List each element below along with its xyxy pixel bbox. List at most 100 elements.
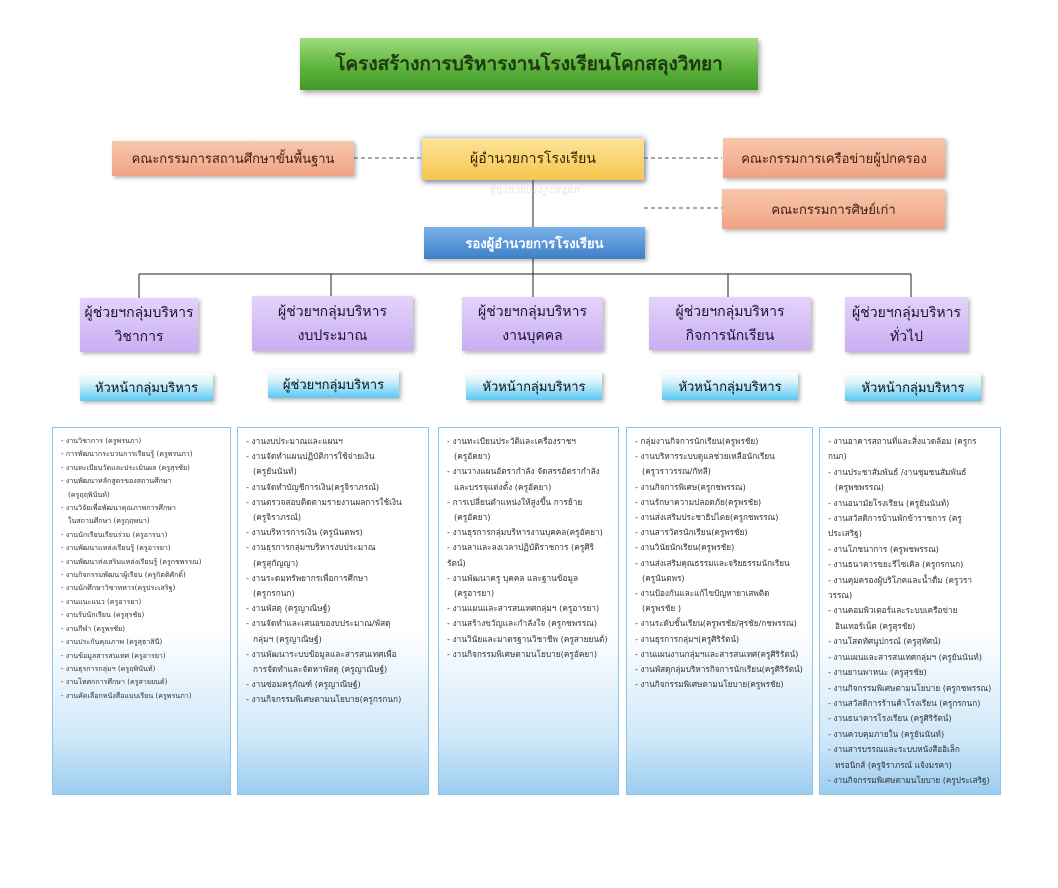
assistant-box-budget: ผู้ช่วยฯกลุ่มบริหาร งบประมาณ (252, 296, 413, 351)
head-box-general: หัวหน้ากลุ่มบริหาร (845, 373, 981, 401)
task-item: - งานสวัสดิการบ้านพักข้าราชการ (ครูประเส… (828, 513, 962, 539)
assistant-reflection (80, 353, 198, 363)
director-reflection: ผู้อำนวยการโรงเรียน (490, 184, 580, 195)
parent-network-box: คณะกรรมการเครือข่ายผู้ปกครอง (723, 138, 945, 178)
task-item: - งานวิจัยเพื่อพัฒนาคุณภาพการศึกษา (61, 503, 176, 513)
task-item: - งานคัดเลือกหนังสือแบบเรียน (ครูพรนภา) (61, 690, 192, 700)
task-item: - งานกิจกรรมพิเศษตามนโยบาย(ครูอัคยา) (447, 648, 598, 659)
assistant-line-2: ทั่วไป (889, 328, 924, 345)
assistant-box-personnel: ผู้ช่วยฯกลุ่มบริหาร งานบุคคล (462, 297, 603, 351)
task-item: - งานพัฒนาระบบข้อมูลและสารสนเทศเพื่อ (246, 648, 397, 659)
task-item: - งานแผนและสารสนเทศกลุ่มฯ (ครูยันนันท์) (828, 651, 982, 662)
task-item: (ครูกรกนก) (253, 588, 295, 599)
task-item: (ครูยันนันท์) (253, 466, 297, 477)
task-item: - งานวางแผนอัตรากำลัง จัดสรรอัตรากำลัง (447, 466, 600, 477)
task-item: - งานประกันคุณภาพ (ครูสุธาสินี) (61, 637, 163, 647)
head-box-personnel: หัวหน้ากลุ่มบริหาร (466, 372, 602, 400)
assistant-line-1: ผู้ช่วยฯกลุ่มบริหาร (84, 305, 194, 321)
assistant-line-1: ผู้ช่วยฯกลุ่มบริหาร (852, 304, 961, 321)
assistant-box-academic: ผู้ช่วยฯกลุ่มบริหาร วิชาการ (80, 298, 198, 352)
task-item: - งานตรวจสอบติดตามรายงานผลการใช้เงิน (246, 496, 402, 507)
task-item: - งานพัสดุกลุ่มบริหารกิจการนักเรียน(ครูศ… (635, 664, 803, 675)
deputy-director-box: รองผู้อำนวยการโรงเรียน (424, 227, 645, 259)
task-item: - งานนักศึกษาวิชาทหาร(ครูประเสริฐ) (61, 583, 176, 593)
task-item: - งานกิจกรรมพัฒนาผู้เรียน (ครูกิตติศักดิ… (61, 570, 186, 580)
director-box: ผู้อำนวยการโรงเรียน (422, 138, 644, 180)
assistant-line-1: ผู้ช่วยฯกลุ่มบริหาร (478, 304, 587, 320)
task-item: - งานกิจกรรมพิเศษตามนโยบาย (ครูประเสริฐ) (828, 774, 990, 785)
task-item: - งานนักเรียนเรียนร่วม (ครูอารนา) (61, 529, 168, 539)
task-item: กลุ่มฯ (ครูญาณิษฐ์) (253, 633, 322, 644)
task-item: - งานยานพาหนะ (ครูสุรชัย) (828, 667, 927, 678)
task-item: - งานพัฒนาแหล่งเรียนรู้ (ครูอารยา) (61, 543, 171, 553)
task-item: - งานธนาคารโรงเรียน (ครูศิริรัตน์) (828, 713, 952, 724)
assistant-reflection (649, 351, 811, 361)
task-item: - งานทะเบียนวัดและประเมินผล (ครูสุรชัย) (61, 462, 190, 472)
task-item: การจัดทำและจัดหาพัสดุ (ครูญาณิษฐ์) (253, 664, 388, 675)
assistant-reflection (252, 352, 413, 362)
task-item: - งานกีฬา (ครูพรชัย) (61, 623, 126, 633)
task-item: ทรอนิกส์ (ครูจิราภรณ์ แจ้งมรคา) (835, 759, 952, 770)
assistant-box-student-affairs: ผู้ช่วยฯกลุ่มบริหาร กิจการนักเรียน (649, 297, 811, 350)
task-item: - กลุ่มงานกิจการนักเรียน(ครูพรชัย) (635, 436, 759, 446)
task-list-general: - งานอาคารสถานที่และสิ่งแวดล้อม (ครูกรกน… (819, 427, 1001, 795)
task-item: - งานกิจการพิเศษ(ครูกชพรรณ) (635, 481, 746, 492)
task-item: - งานพัฒนาส่งเสริมแหล่งเรียนรู้ (ครูกชพร… (61, 556, 202, 566)
task-item: - งานประชาสัมพันธ์ /งานชุมชนสัมพันธ์ (828, 466, 967, 477)
task-item: และบรรจุแต่งตั้ง (ครูอัคยา) (454, 481, 552, 492)
task-list-personnel: - งานทะเบียนประวัติและเครื่องราชฯ (ครูอั… (438, 427, 619, 795)
task-item: (ครูอัคยา) (454, 451, 491, 462)
head-box-academic: หัวหน้ากลุ่มบริหาร (80, 373, 213, 401)
task-item: (ครูวราวรรณ/กัทลี) (642, 466, 711, 477)
task-item: - งานธุรการกลุ่มฯบริหารงบประมาณ (246, 542, 376, 553)
task-item: - งานงบประมาณและแผนฯ (246, 436, 343, 446)
task-item: - งานอาคารสถานที่และสิ่งแวดล้อม (ครูกรกน… (828, 436, 977, 462)
basic-education-board-box: คณะกรรมการสถานศึกษาขั้นพื้นฐาน (112, 141, 354, 176)
task-item: - งานสารวัตรนักเรียน(ครูพรชัย) (635, 527, 748, 538)
task-item: - งานแนะแนว (ครูอารยา) (61, 596, 142, 606)
task-item: - งานรักษาความปลอดภัย(ครูพรชัย) (635, 496, 762, 507)
task-item: - งานควบคุมภายใน (ครูยันนันท์) (828, 728, 945, 739)
task-item: - งานวิชาการ (ครูพรนภา) (61, 436, 142, 445)
assistant-line-2: กิจการนักเรียน (685, 327, 775, 344)
task-item: - งานธุรการกลุ่มฯ (ครูฤพินันท์) (61, 663, 156, 673)
task-item: - งานสารบรรณและระบบหนังสืออิเล็ก (828, 744, 960, 755)
task-item: - งานกิจกรรมพิเศษตามนโยบาย(ครูพรชัย) (635, 679, 784, 690)
task-item: (ครูพรชัย ) (642, 603, 682, 614)
task-item: - งานคอมพิวเตอร์และระบบเครือข่าย (828, 605, 958, 616)
assistant-reflection (845, 353, 968, 363)
assistant-reflection (462, 352, 603, 362)
assistant-line-1: ผู้ช่วยฯกลุ่มบริหาร (278, 303, 387, 320)
task-item: - งานรับนักเรียน (ครูสุรชัย) (61, 610, 145, 620)
task-list-academic: - งานวิชาการ (ครูพรนภา) - การพัฒนากระบวนก… (52, 427, 231, 795)
task-item: - การพัฒนากระบวนการเรียนรู้ (ครูพรนภา) (61, 449, 193, 459)
task-item: - งานข้อมูลสารสนเทศ (ครูอารยา) (61, 650, 166, 660)
task-item: (ครูพชพรรณ) (835, 482, 885, 493)
assistant-line-1: ผู้ช่วยฯกลุ่มบริหาร (675, 303, 785, 320)
task-item: - งานธุรการกลุ่มฯ(ครูศิริรัตน์) (635, 633, 740, 644)
task-item: - งานวินัยนักเรียน(ครูพรชัย) (635, 542, 735, 553)
assistant-box-general: ผู้ช่วยฯกลุ่มบริหาร ทั่วไป (845, 297, 968, 352)
task-item: - งานโภชนาการ (ครูพชพรรณ) (828, 543, 939, 554)
task-item: - งานโหศกการศึกษา (ครูสายยนต์) (61, 677, 168, 687)
task-item: - งานจัดทำบัญชีการเงิน(ครูจิราภรณ์) (246, 481, 380, 492)
task-item: - งานวินัยและมาตรฐานวิชาชีพ (ครูสายยนต์) (447, 633, 608, 644)
task-item: (ครูนันตพร) (642, 572, 685, 583)
task-list-student-affairs: - กลุ่มงานกิจการนักเรียน(ครูพรชัย)- งานบ… (626, 427, 813, 795)
task-item: - งานอนามัยโรงเรียน (ครูยันนันท์) (828, 497, 950, 508)
task-item: - งานโสตทัศนูปกรณ์ (ครูสุทัศน์) (828, 636, 941, 647)
task-item: - งานระดมทรัพยากรเพื่อการศึกษา (246, 572, 369, 583)
task-item: - งานธุรการกลุ่มบริหารงานบุคคล(ครูอัคยา) (447, 527, 603, 538)
head-box-student-affairs: หัวหน้ากลุ่มบริหาร (662, 372, 798, 400)
assistant-line-2: วิชาการ (114, 329, 164, 345)
task-item: - งานซ่อมครุภัณฑ์ (ครูญาณิษฐ์) (246, 679, 361, 690)
task-item: - งานกิจกรรมพิเศษตามนโยบาย (ครูกชพรรณ) (828, 682, 992, 693)
assistant-line-2: งบประมาณ (297, 327, 368, 344)
task-item: - งานส่งเสริมประชาธิปไตย(ครูกชพรรณ) (635, 512, 779, 523)
task-item: - งานระดับชั้นเรียน(ครูพรชัย/สุรชัย/กชพร… (635, 618, 797, 629)
task-item: - งานจัดทำและเสนอของบประมาณ/พัสดุ (246, 618, 391, 629)
task-item: - งานกิจกรรมพิเศษตามนโยบาย(ครูกรกนก) (246, 694, 402, 705)
task-item: (ครูฤฤพินันท์) (68, 489, 110, 499)
assistant-line-2: งานบุคคล (502, 328, 563, 344)
